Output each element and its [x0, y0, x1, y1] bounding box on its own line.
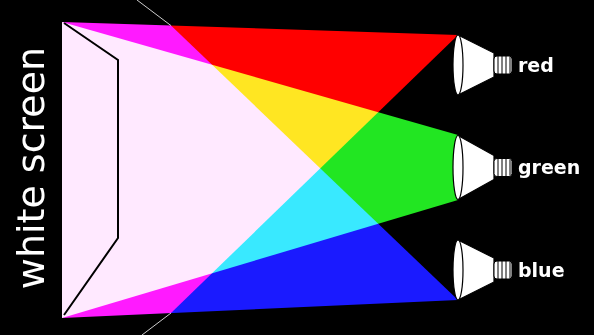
green-beam — [62, 22, 458, 318]
lamp-label: blue — [518, 261, 565, 280]
lamp-label: red — [518, 56, 554, 75]
screen-label: white screen — [12, 47, 50, 289]
red-beam — [62, 22, 458, 318]
beam-edge-line — [142, 313, 171, 335]
screen-outline — [64, 23, 118, 315]
light-beams — [62, 22, 458, 318]
beam-edge-line — [137, 0, 171, 26]
blue-beam — [62, 22, 458, 318]
green-spotlight — [453, 136, 512, 200]
red-spotlight — [453, 35, 512, 95]
blue-spotlight — [453, 240, 512, 300]
lamp-label: green — [518, 158, 580, 177]
